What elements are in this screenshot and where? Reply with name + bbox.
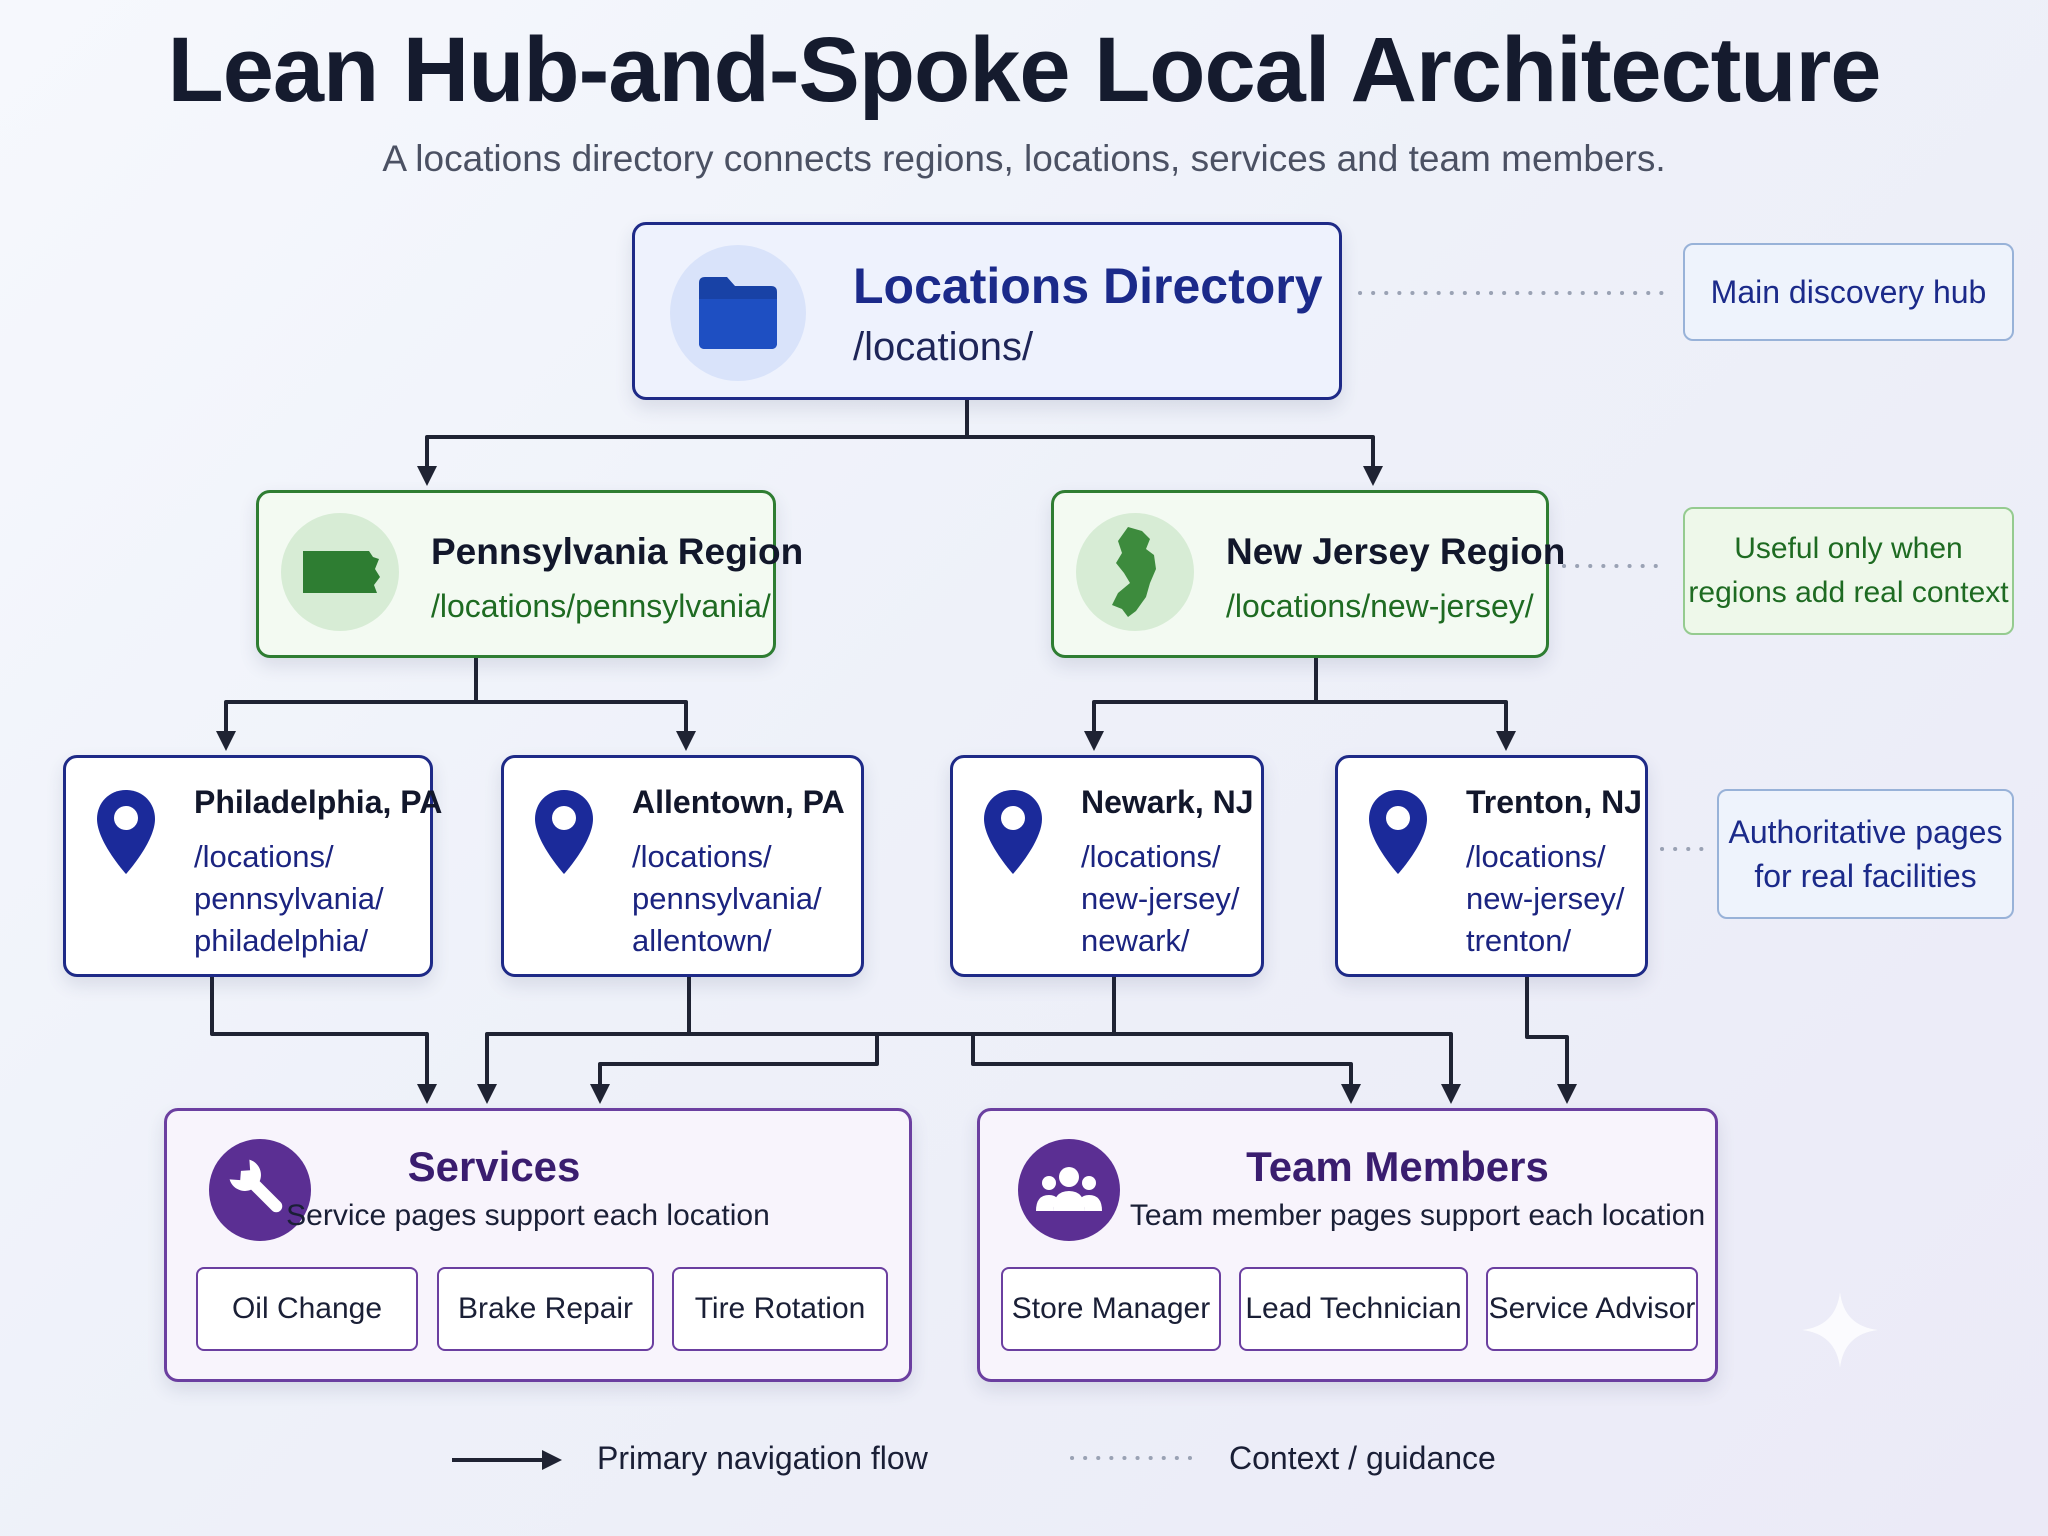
nj-to-trenton-arrow — [1316, 700, 1516, 751]
locations-directory-card[interactable]: Locations Directory /locations/ — [632, 222, 1342, 400]
region-title: New Jersey Region — [1226, 531, 1566, 572]
wrench-icon — [209, 1139, 311, 1241]
location-card-newark[interactable]: Newark, NJ /locations/new-jersey/newark/ — [950, 755, 1264, 977]
newark-to-team-arrow-2 — [1112, 977, 1461, 1104]
location-title: Newark, NJ — [1081, 784, 1254, 820]
team-members-group: Team Members Team member pages support e… — [977, 1108, 1718, 1382]
location-path: /locations/pennsylvania/allentown/ — [632, 839, 822, 958]
location-title: Allentown, PA — [632, 784, 845, 820]
sparkle-icon — [1802, 1292, 1878, 1368]
location-path: /locations/new-jersey/newark/ — [1081, 839, 1240, 958]
allentown-to-services-arrow — [477, 977, 691, 1104]
location-title: Philadelphia, PA — [194, 784, 443, 820]
region-title: Pennsylvania Region — [431, 531, 804, 572]
page-subtitle: A locations directory connects regions, … — [382, 138, 1666, 179]
services-title: Services — [407, 1143, 581, 1190]
map-pin-icon — [1369, 790, 1427, 874]
location-path: /locations/pennsylvania/philadelphia/ — [194, 839, 384, 958]
hub-title: Locations Directory — [853, 258, 1323, 314]
newark-to-services-arrow — [590, 1034, 879, 1104]
team-chip-service-advisor[interactable]: Service Advisor — [1486, 1267, 1698, 1351]
hub-to-pa-arrow — [417, 400, 969, 486]
new-jersey-region-card[interactable]: New Jersey Region /locations/new-jersey/ — [1051, 490, 1565, 658]
location-card-trenton[interactable]: Trenton, NJ /locations/new-jersey/trento… — [1335, 755, 1648, 977]
folder-icon — [670, 245, 806, 381]
team-title: Team Members — [1246, 1143, 1549, 1190]
service-chip-tire-rotation[interactable]: Tire Rotation — [672, 1267, 888, 1351]
hub-to-nj-arrow — [967, 435, 1383, 486]
map-pin-icon — [97, 790, 155, 874]
service-chip-brake-repair[interactable]: Brake Repair — [437, 1267, 654, 1351]
pennsylvania-state-icon — [281, 513, 399, 631]
hub-path: /locations/ — [853, 325, 1034, 369]
new-jersey-state-icon — [1076, 513, 1194, 631]
location-title: Trenton, NJ — [1466, 784, 1643, 820]
trenton-to-team-arrow — [1525, 977, 1577, 1104]
team-icon — [1018, 1139, 1120, 1241]
nj-to-newark-arrow — [1084, 658, 1318, 751]
services-group: Services Service pages support each loca… — [164, 1108, 912, 1382]
hub-note: Main discovery hub — [1683, 243, 2014, 341]
services-description: Service pages support each location — [286, 1199, 770, 1232]
location-path: /locations/new-jersey/trenton/ — [1466, 839, 1625, 958]
team-description: Team member pages support each location — [1129, 1199, 1706, 1232]
page-title: Lean Hub-and-Spoke Local Architecture — [167, 19, 1882, 121]
team-chip-store-manager[interactable]: Store Manager — [1001, 1267, 1221, 1351]
pa-to-philadelphia-arrow — [216, 658, 478, 751]
legend-primary-label: Primary navigation flow — [597, 1440, 928, 1476]
philadelphia-to-services-arrow — [210, 977, 437, 1104]
location-card-philadelphia[interactable]: Philadelphia, PA /locations/pennsylvania… — [63, 755, 442, 977]
newark-to-team-arrow — [971, 1034, 1361, 1104]
region-path: /locations/new-jersey/ — [1226, 588, 1534, 624]
region-path: /locations/pennsylvania/ — [431, 588, 771, 624]
pa-to-allentown-arrow — [476, 700, 696, 751]
location-card-allentown[interactable]: Allentown, PA /locations/pennsylvania/al… — [501, 755, 864, 977]
legend-context-label: Context / guidance — [1229, 1440, 1496, 1476]
pennsylvania-region-card[interactable]: Pennsylvania Region /locations/pennsylva… — [256, 490, 803, 658]
team-chip-lead-technician[interactable]: Lead Technician — [1239, 1267, 1468, 1351]
map-pin-icon — [984, 790, 1042, 874]
service-chip-oil-change[interactable]: Oil Change — [196, 1267, 418, 1351]
map-pin-icon — [535, 790, 593, 874]
